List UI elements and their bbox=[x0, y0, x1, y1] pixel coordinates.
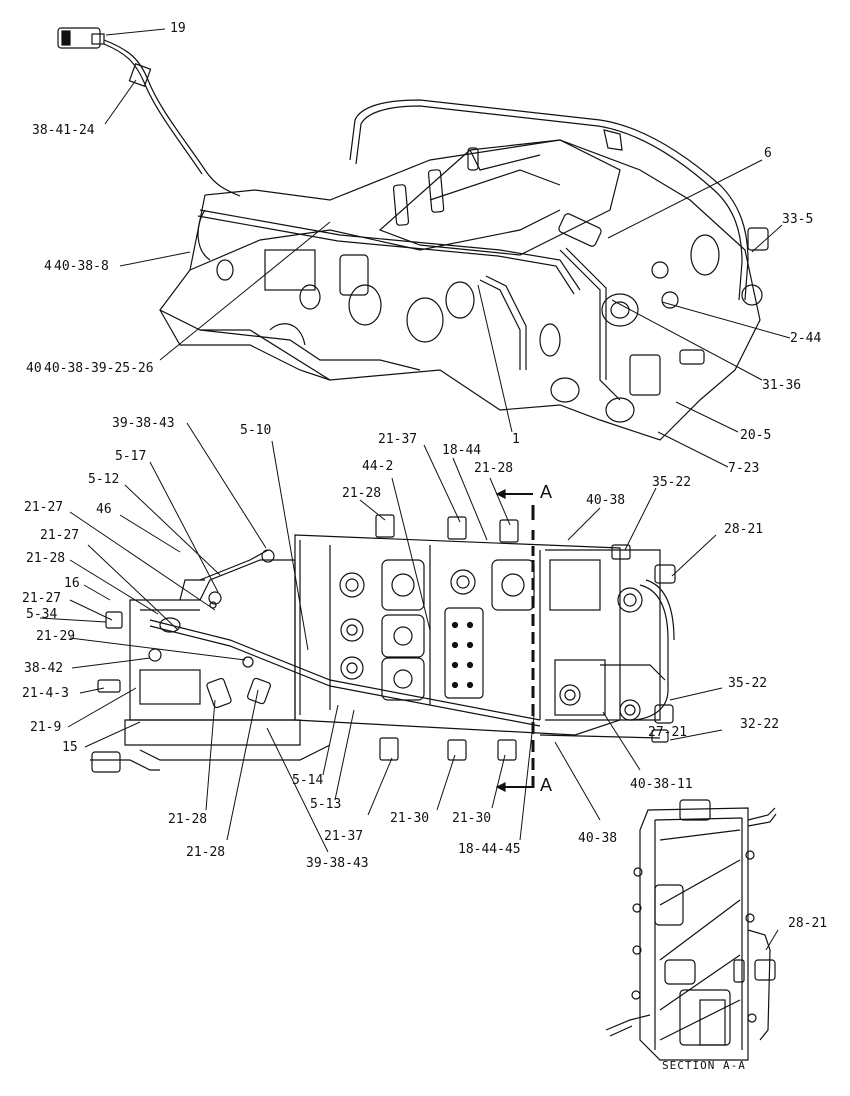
callout-21-27-a: 21-27 bbox=[24, 500, 64, 515]
callout-28-21-right: 28-21 bbox=[788, 916, 828, 931]
callout-7-23: 7-23 bbox=[728, 461, 760, 476]
callout-21-30-a: 21-30 bbox=[390, 811, 430, 826]
callout-21-37-bottom: 21-37 bbox=[324, 829, 364, 844]
leader-lines-mid bbox=[39, 422, 723, 853]
callout-21-27-b: 21-27 bbox=[40, 528, 80, 543]
callout-21-28-topright: 21-28 bbox=[474, 461, 514, 476]
callout-18-44-45: 18-44-45 bbox=[458, 842, 521, 857]
callout-46: 46 bbox=[96, 502, 112, 517]
section-mark-a-bottom: A bbox=[540, 775, 553, 795]
callout-28-21-top: 28-21 bbox=[724, 522, 764, 537]
callout-21-29: 21-29 bbox=[36, 629, 76, 644]
callout-21-28-bottom-a: 21-28 bbox=[168, 812, 208, 827]
callout-2-44: 2-44 bbox=[790, 331, 822, 346]
callout-38-41-24: 38-41-24 bbox=[32, 123, 95, 138]
callout-31-36: 31-36 bbox=[762, 378, 802, 393]
leader-lines-top bbox=[104, 28, 791, 468]
section-a-a-view bbox=[605, 799, 779, 1061]
valve-body-outline bbox=[159, 139, 761, 441]
callout-21-28-top: 21-28 bbox=[342, 486, 382, 501]
callout-19: 19 bbox=[170, 21, 186, 36]
callout-40-38-top: 40-38 bbox=[586, 493, 626, 508]
callout-5-13: 5-13 bbox=[310, 797, 342, 812]
callout-21-27-c: 21-27 bbox=[22, 591, 62, 606]
callout-21-4-3: 21-4-3 bbox=[22, 686, 69, 701]
callout-5-12: 5-12 bbox=[88, 472, 120, 487]
callout-21-30-b: 21-30 bbox=[452, 811, 492, 826]
callout-5-34: 5-34 bbox=[26, 607, 58, 622]
callout-5-14: 5-14 bbox=[292, 773, 324, 788]
callout-40-38-39-25-26: 40-38-39-25-26 bbox=[44, 361, 154, 376]
callout-40-38-8: 40-38-8 bbox=[54, 259, 109, 274]
callout-21-28-bottom-b: 21-28 bbox=[186, 845, 226, 860]
callout-15: 15 bbox=[62, 740, 78, 755]
callout-40-38-11: 40-38-11 bbox=[630, 777, 693, 792]
callout-44-2: 44-2 bbox=[362, 459, 394, 474]
callout-5-17: 5-17 bbox=[115, 449, 147, 464]
callout-33-5: 33-5 bbox=[782, 212, 814, 227]
middle-valve-assembly bbox=[90, 489, 676, 792]
callout-1: 1 bbox=[512, 432, 520, 447]
callout-21-37-top: 21-37 bbox=[378, 432, 418, 447]
callout-40-38-bottom: 40-38 bbox=[578, 831, 618, 846]
callout-18-44: 18-44 bbox=[442, 443, 482, 458]
callout-20-5: 20-5 bbox=[740, 428, 772, 443]
section-caption: SECTION A-A bbox=[662, 1059, 746, 1072]
fragment-40: 40 bbox=[26, 361, 42, 376]
top-valve-assembly bbox=[57, 27, 769, 441]
callout-35-22-top: 35-22 bbox=[652, 475, 692, 490]
callout-6: 6 bbox=[764, 146, 772, 161]
tube-loop bbox=[349, 99, 749, 301]
callout-39-38-43-bottom: 39-38-43 bbox=[306, 856, 369, 871]
callout-32-22: 32-22 bbox=[740, 717, 780, 732]
callout-38-42: 38-42 bbox=[24, 661, 64, 676]
connector-19 bbox=[57, 27, 101, 49]
callout-16: 16 bbox=[64, 576, 80, 591]
callout-21-9: 21-9 bbox=[30, 720, 62, 735]
wire-harness bbox=[103, 39, 241, 197]
callout-35-22-mid: 35-22 bbox=[728, 676, 768, 691]
callout-5-10: 5-10 bbox=[240, 423, 272, 438]
callout-27-21: 27-21 bbox=[648, 725, 688, 740]
section-mark-a-top: A bbox=[540, 482, 553, 502]
callout-21-28-left: 21-28 bbox=[26, 551, 66, 566]
fragment-4: 4 bbox=[44, 259, 52, 274]
callout-39-38-43-top: 39-38-43 bbox=[112, 416, 175, 431]
